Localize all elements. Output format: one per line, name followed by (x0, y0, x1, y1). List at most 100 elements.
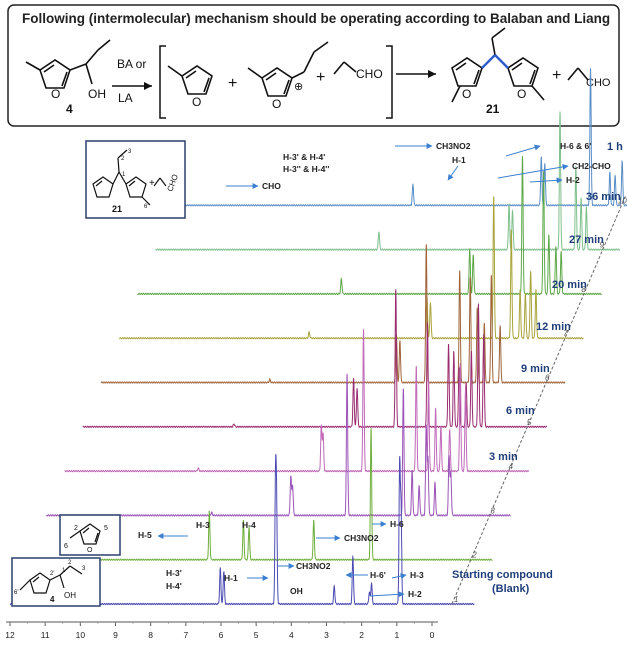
inset-toluene-num-2: 2 (74, 525, 78, 532)
label-ch2cho: CH2-CHO (572, 161, 611, 171)
carbocation-structure (247, 41, 329, 97)
compound-21-oxygen-left: O (462, 87, 471, 101)
label-tol-h3: H-3 (196, 520, 210, 530)
x-tick-label-8: 8 (148, 630, 153, 640)
inset-21-num-2: 2 (121, 156, 125, 162)
spectrum-trace-4 (64, 329, 530, 473)
inset-4-num-1: 1 (62, 568, 66, 574)
x-tick-label-11: 11 (41, 630, 50, 640)
compound-21-structure (451, 27, 545, 103)
methylfuran-structure (167, 65, 213, 95)
reaction-scheme-box: Following (intermolecular) mechanism sho… (7, 4, 620, 127)
arrow-h1-1h (447, 165, 459, 181)
carbocation-oxygen: O (272, 97, 281, 111)
spectrum-trace-2 (27, 428, 493, 561)
x-tick-label-1: 1 (394, 630, 399, 640)
depth-tick-5: 5 (527, 418, 532, 427)
x-tick-label-12: 12 (5, 630, 15, 640)
depth-tick-6: 6 (545, 374, 550, 383)
inset-toluene-oxygen: O (87, 547, 93, 554)
scheme-title: Following (intermolecular) mechanism sho… (22, 11, 610, 26)
x-tick-label-7: 7 (183, 630, 188, 640)
x-tick-label-0: 0 (430, 630, 435, 640)
propanal-cho: CHO (356, 67, 383, 81)
inset-4-num-6p: 6' (14, 590, 18, 596)
label-tol-h6: H-6 (390, 519, 404, 529)
spectrum-trace-6 (100, 244, 566, 384)
label-ch3no2-1h: CH3NO2 (436, 141, 471, 151)
blank-label-2: (Blank) (492, 583, 530, 595)
depth-tick-3: 3 (490, 506, 495, 515)
inset-21-label: 21 (112, 204, 122, 214)
time-label-7: 20 min (552, 279, 587, 291)
label-h3p-h4p: H-3' & H-4' (283, 152, 325, 162)
label-h6-6p: H-6 & 6' (560, 141, 591, 151)
inset-4-num-2: 2 (68, 560, 72, 566)
label-cho: CHO (262, 181, 281, 191)
time-label-8: 27 min (569, 234, 604, 246)
inset-toluene-num-5: 5 (104, 525, 108, 532)
cation-symbol: ⊕ (294, 81, 303, 93)
propanal-structure (333, 61, 357, 75)
inset-compound-21: 21 + CHO 1 2 3 6'' (85, 140, 186, 219)
time-label-4: 6 min (506, 405, 535, 417)
blank-label: Starting compound (452, 569, 553, 581)
label-h3pp-h4pp: H-3'' & H-4'' (283, 164, 329, 174)
spectrum-trace-3 (45, 373, 511, 517)
intermediate-bracket-left (159, 45, 166, 119)
arrow-h2-1h (529, 177, 563, 184)
label-tol-ch3no2: CH3NO2 (344, 533, 379, 543)
label-blank-h4p: H-4' (166, 581, 182, 591)
label-blank-h3: H-3 (410, 570, 424, 580)
depth-tick-2: 2 (471, 551, 477, 560)
inset-4-num-2p: 2' (50, 571, 54, 577)
catalyst-label-bottom: LA (118, 91, 133, 105)
x-tick-label-3: 3 (324, 630, 329, 640)
compound-4-structure (25, 39, 111, 89)
depth-tick-10: 10 (618, 196, 627, 205)
compound-4-number: 4 (66, 102, 73, 116)
hydroxyl-label: OH (88, 87, 106, 101)
time-label-5: 9 min (521, 363, 550, 375)
x-tick-label-4: 4 (289, 630, 294, 640)
x-tick-label-9: 9 (113, 630, 118, 640)
arrow-h6-6p (505, 144, 541, 157)
time-label-3: 3 min (489, 451, 518, 463)
label-blank-h2: H-2 (408, 589, 422, 599)
compound-21-number: 21 (486, 102, 500, 116)
inset-21-plus: + (149, 178, 155, 189)
depth-tick-4: 4 (509, 462, 514, 471)
time-label-6: 12 min (536, 321, 571, 333)
arrow-blank-h2 (369, 591, 405, 598)
x-tick-label-5: 5 (254, 630, 259, 640)
inset-compound-4: 4 OH 1 2 3 2' 6' (11, 557, 101, 607)
arrow-blank-h3 (391, 573, 407, 580)
spectrum-trace-5 (82, 289, 548, 429)
new-bonds-highlight (481, 54, 509, 69)
time-label-10: 1 h (607, 141, 623, 153)
propanal-cho-2: CHO (586, 77, 611, 89)
x-tick-label-6: 6 (219, 630, 224, 640)
intermediate-bracket-right (386, 45, 393, 119)
inset-21-num-3: 3 (128, 149, 132, 155)
compound-21-oxygen-right: O (517, 87, 526, 101)
arrow-ch2cho (497, 163, 569, 179)
plus-sign-2: + (316, 69, 325, 86)
label-blank-h1: H-1 (224, 573, 238, 583)
plus-sign-1: + (228, 75, 237, 92)
label-blank-oh: OH (290, 586, 303, 596)
inset-4-label: 4 (50, 595, 55, 604)
label-blank-h3p: H-3' (166, 568, 182, 578)
x-tick-label-2: 2 (359, 630, 364, 640)
time-label-9: 36 min (586, 191, 621, 203)
label-tol-h4: H-4 (242, 520, 256, 530)
inset-21-num-1: 1 (122, 172, 126, 178)
x-tick-label-10: 10 (76, 630, 86, 640)
inset-4-oh: OH (64, 591, 76, 600)
inset-4-num-3: 3 (82, 566, 86, 572)
label-h2-1h: H-2 (566, 175, 580, 185)
